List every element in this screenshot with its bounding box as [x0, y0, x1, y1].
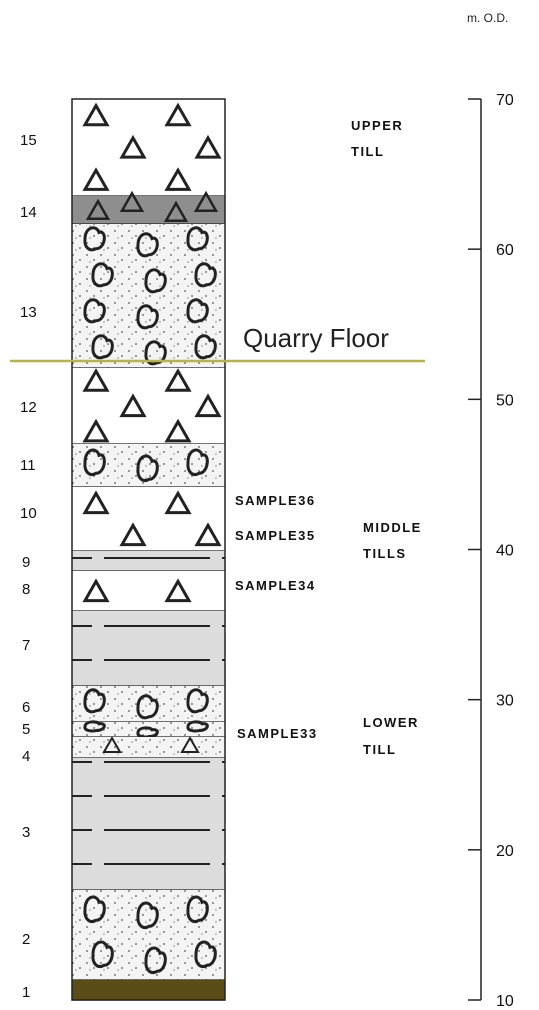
middle-tills-label-line2: TILLS	[363, 546, 407, 561]
middle-tills-label-line1: MIDDLE	[363, 520, 422, 535]
unit-labels: UPPER TILL MIDDLE TILLS LOWER TILL	[351, 118, 422, 757]
bed-number-10: 10	[20, 505, 37, 522]
bed-number-3: 3	[22, 824, 30, 841]
elevation-units-label: m. O.D.	[467, 11, 508, 25]
bed-number-14: 14	[20, 204, 37, 221]
bed-2	[72, 890, 225, 981]
scale-tick-label-20: 20	[496, 843, 514, 860]
lower-till-label-line1: LOWER	[363, 715, 419, 730]
bed-4	[72, 736, 225, 759]
sample-labels: SAMPLE36 SAMPLE35 SAMPLE34 SAMPLE33	[235, 493, 318, 741]
bed-10	[72, 487, 225, 552]
upper-till-label-line1: UPPER	[351, 118, 403, 133]
bed-number-13: 13	[20, 304, 37, 321]
sample-34-label: SAMPLE34	[235, 578, 316, 593]
column-outline	[71, 98, 226, 1001]
bed-number-7: 7	[22, 637, 30, 654]
bed-number-12: 12	[20, 399, 37, 416]
bed-number-9: 9	[22, 554, 30, 571]
bed-13	[72, 224, 225, 369]
scale-tick-label-10: 10	[496, 993, 514, 1010]
quarry-floor-label: Quarry Floor	[243, 323, 389, 353]
bed-5	[72, 720, 225, 739]
bed-number-5: 5	[22, 721, 30, 738]
bed-11	[72, 444, 225, 488]
scale-tick-label-40: 40	[496, 543, 514, 560]
bed-number-8: 8	[22, 581, 30, 598]
bed-15	[72, 99, 225, 197]
bed-numbers: 15 14 13 12 11 10 9 8 7 6 5 4 3 2 1	[20, 132, 37, 1001]
bed-1	[72, 980, 225, 1001]
scale-tick-label-50: 50	[496, 392, 514, 409]
elevation-scale: 70 60 50 40 30 20 10	[468, 92, 514, 1010]
sample-36-label: SAMPLE36	[235, 493, 316, 508]
bed-number-11: 11	[20, 457, 36, 474]
bed-3	[72, 758, 225, 891]
bed-number-4: 4	[22, 748, 30, 765]
bed-number-15: 15	[20, 132, 37, 149]
bed-9	[72, 551, 225, 572]
bed-number-2: 2	[22, 931, 30, 948]
bed-12	[72, 368, 225, 445]
sample-33-label: SAMPLE33	[237, 726, 318, 741]
bed-7	[72, 611, 225, 687]
stratigraphic-column	[72, 99, 225, 1001]
scale-tick-label-30: 30	[496, 693, 514, 710]
scale-tick-label-60: 60	[496, 242, 514, 259]
lower-till-label-line2: TILL	[363, 742, 396, 757]
bed-8	[72, 571, 225, 612]
bed-14	[72, 190, 225, 225]
scale-tick-label-70: 70	[496, 92, 514, 109]
upper-till-label-line2: TILL	[351, 144, 384, 159]
sample-35-label: SAMPLE35	[235, 528, 316, 543]
bed-number-6: 6	[22, 699, 30, 716]
bed-6	[72, 686, 225, 723]
bed-number-1: 1	[22, 984, 30, 1001]
